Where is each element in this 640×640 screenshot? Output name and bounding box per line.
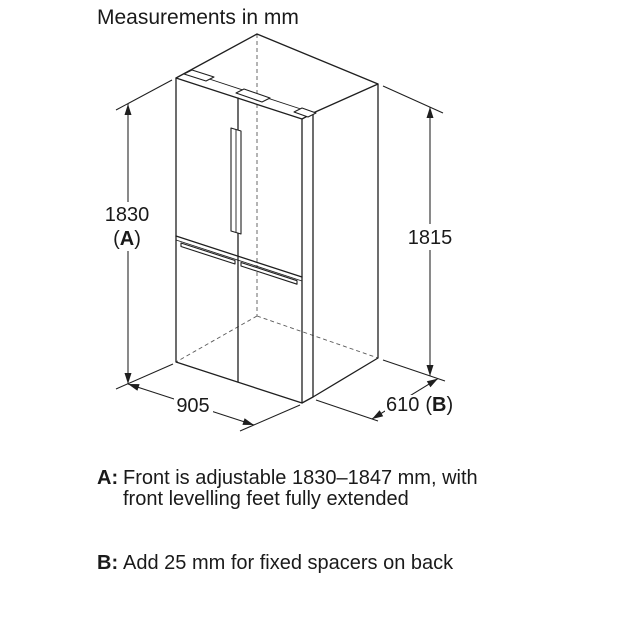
door-side-bottom-edge xyxy=(301,396,314,404)
note-a-line2: front levelling feet fully extended xyxy=(123,488,409,510)
hidden-edge-left-bottom xyxy=(175,315,258,363)
note-a-key: A: xyxy=(97,467,118,489)
upper-doors-bottom-edge xyxy=(175,235,303,278)
note-b-key: B: xyxy=(97,552,118,574)
hinge-cover-right xyxy=(293,107,317,118)
ref-open: ( xyxy=(113,228,120,250)
extension-line-front-bottom-left xyxy=(115,363,174,390)
label-mask xyxy=(385,395,458,416)
dimension-label-height-front: 1830 xyxy=(105,204,150,226)
notes: A: Front is adjustable 1830–1847 mm, wit… xyxy=(97,467,478,574)
hinge-cover-left xyxy=(183,69,215,82)
ref-close: ) xyxy=(134,228,141,250)
label-mask xyxy=(102,202,154,251)
extension-line-front-top xyxy=(115,79,173,111)
page-title: Measurements in mm xyxy=(97,6,299,29)
appliance-front-face xyxy=(175,77,303,404)
dimension-label-width: 905 xyxy=(176,395,209,417)
arrowhead xyxy=(372,410,384,419)
dimension-label-depth: 610 (B) xyxy=(386,394,453,416)
drawer-handle-left xyxy=(180,242,236,265)
hidden-edge-back-bottom xyxy=(256,315,379,359)
arrowhead xyxy=(124,104,132,115)
ref-open: ( xyxy=(425,394,432,416)
dimension-label-height-rear: 1815 xyxy=(408,227,453,249)
extension-lines xyxy=(115,79,446,432)
dimension-lines xyxy=(124,104,439,426)
extension-line-front-bottom-right xyxy=(239,404,301,432)
ref-close: ) xyxy=(447,394,454,416)
ref-label-b: B xyxy=(432,394,446,416)
ref-label-a: A xyxy=(120,228,134,250)
extension-line-rear-top xyxy=(382,85,444,114)
arrowhead xyxy=(426,107,434,118)
label-mask xyxy=(174,395,213,416)
note-a-line1: Front is adjustable 1830–1847 mm, with xyxy=(123,467,478,489)
cabinet-right-side xyxy=(312,83,379,398)
hinge-cover-center xyxy=(235,88,271,103)
label-masks xyxy=(102,202,458,416)
note-b-text: Add 25 mm for fixed spacers on back xyxy=(123,552,454,574)
cabinet-top-outline xyxy=(175,33,379,114)
drawers-top-edge xyxy=(175,239,303,282)
extension-line-side-front xyxy=(315,399,379,422)
arrowhead xyxy=(426,365,434,376)
arrowhead xyxy=(426,378,438,388)
arrowhead xyxy=(128,384,140,391)
depth-value: 610 xyxy=(386,394,419,416)
dimension-ref-a: (A) xyxy=(113,228,141,250)
drawer-handle-right xyxy=(240,261,298,285)
extension-line-rear-bottom xyxy=(382,359,446,382)
arrowhead xyxy=(124,373,132,384)
label-mask xyxy=(404,224,458,250)
appliance-drawing xyxy=(175,33,379,404)
arrowhead xyxy=(242,418,254,425)
